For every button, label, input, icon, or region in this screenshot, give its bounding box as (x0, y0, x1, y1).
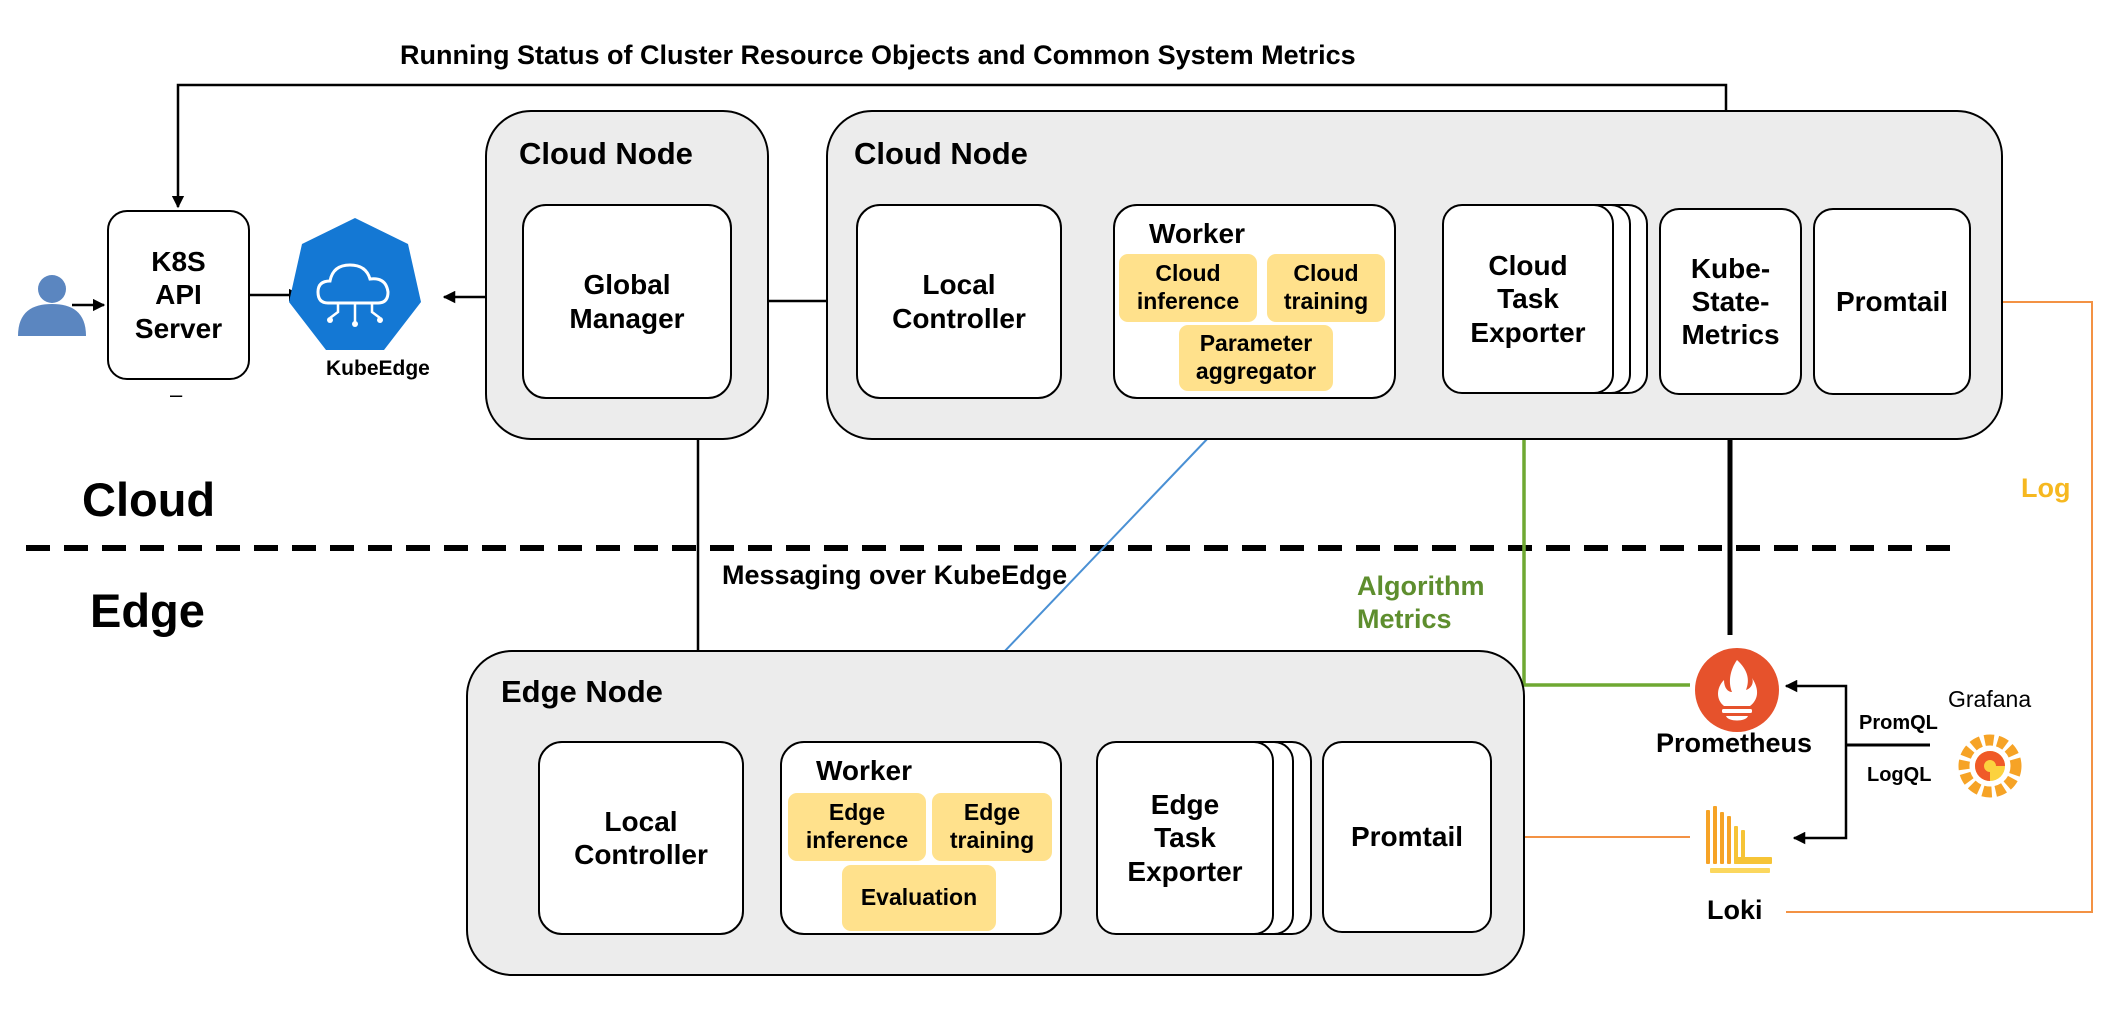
parameter-aggregator-chip[interactable]: Parameter aggregator (1179, 325, 1333, 391)
grafana-icon (1958, 734, 2022, 798)
cloud-task-exporter[interactable]: Cloud Task Exporter (1442, 204, 1614, 394)
cloud-training-chip[interactable]: Cloud training (1267, 254, 1385, 322)
loki-icon (1706, 806, 1772, 873)
algorithm-metrics-label: Algorithm Metrics (1357, 571, 1485, 634)
logql-arrow (1792, 745, 1848, 845)
prometheus-label: Prometheus (1656, 728, 1813, 758)
edge-local-controller[interactable]: Local Controller (538, 741, 744, 935)
cloud-node-global-title: Cloud Node (519, 136, 693, 171)
prometheus-icon (1695, 648, 1779, 732)
cloud-zone-label: Cloud (82, 473, 216, 526)
promql-label: PromQL (1859, 712, 1938, 734)
logql-label: LogQL (1867, 764, 1932, 786)
edge-worker[interactable]: Worker Edge inference Edge training Eval… (780, 741, 1062, 935)
edge-task-exporter[interactable]: Edge Task Exporter (1096, 741, 1274, 935)
messaging-label: Messaging over KubeEdge (722, 560, 1068, 590)
kubeedge-label: KubeEdge (326, 357, 430, 380)
edge-worker-title: Worker (816, 755, 912, 786)
kubeedge-icon (289, 218, 421, 350)
loki-label: Loki (1707, 895, 1763, 925)
cloud-worker[interactable]: Worker Cloud inference Cloud training Pa… (1113, 204, 1396, 399)
evaluation-chip[interactable]: Evaluation (842, 865, 996, 931)
cloud-promtail[interactable]: Promtail (1813, 208, 1971, 395)
cloud-local-controller[interactable]: Local Controller (856, 204, 1062, 399)
global-manager[interactable]: Global Manager (522, 204, 732, 399)
log-label: Log (2021, 473, 2071, 503)
status-feedback-label: Running Status of Cluster Resource Objec… (400, 40, 1356, 70)
edge-zone-label: Edge (90, 584, 205, 637)
cloud-inference-chip[interactable]: Cloud inference (1119, 254, 1257, 322)
edge-promtail[interactable]: Promtail (1322, 741, 1492, 933)
promql-arrow (1784, 679, 1848, 745)
user-icon (18, 275, 86, 336)
k8s-underscore-mark: – (170, 382, 183, 407)
kube-state-metrics[interactable]: Kube- State- Metrics (1659, 208, 1802, 395)
edge-node-title: Edge Node (501, 674, 663, 709)
edge-inference-chip[interactable]: Edge inference (788, 793, 926, 861)
cloud-worker-title: Worker (1149, 218, 1245, 249)
k8s-api-server[interactable]: K8S API Server (107, 210, 250, 380)
grafana-label: Grafana (1948, 686, 2032, 712)
edge-training-chip[interactable]: Edge training (932, 793, 1052, 861)
log-arrow (1786, 297, 2093, 913)
cloud-node-main-title: Cloud Node (854, 136, 1028, 171)
